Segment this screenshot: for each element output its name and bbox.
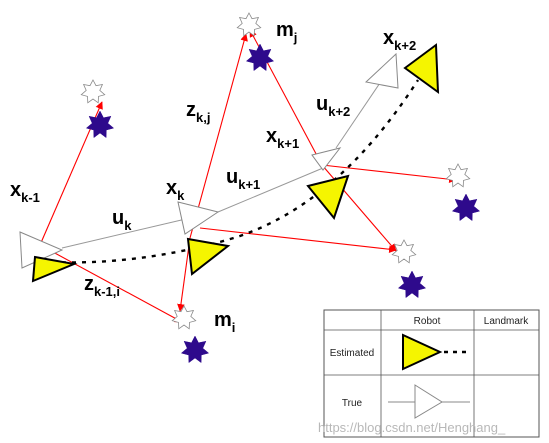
control-line-ukp1 [217,167,324,213]
estimated-poses [31,43,440,283]
observation-xkp1-to-star-d [321,164,457,184]
true-pose-kp2 [364,52,399,89]
true-pose-k [177,201,220,235]
estimated-landmark-c [397,270,427,299]
true-poses [19,52,399,269]
true-landmark-c [391,239,417,264]
observation-xk-to-mj [189,33,248,239]
estimated-landmark-a [85,110,115,139]
true-pose-kp1 [311,147,342,171]
label-z-kj: zk,j [186,99,210,125]
label-m-j: mj [276,19,297,45]
legend-estimated-robot-icon [402,333,443,371]
estimated-landmark-d [451,193,481,222]
label-m-i: mi [214,309,235,335]
estimated-trajectory [51,79,420,264]
estimated-pose-kp1 [306,174,350,221]
label-x-km1: xk-1 [10,179,40,205]
landmarks [80,12,523,411]
legend-row-estimated: Estimated [330,348,374,359]
label-x-kp2: xk+2 [383,27,416,53]
label-u-kp1: uk+1 [226,166,260,192]
label-u-kp2: uk+2 [316,93,350,119]
legend-row-true: True [342,398,363,409]
control-line-uk [61,217,191,249]
legend-border [323,309,540,438]
label-z-km1i: zk-1,i [84,273,120,299]
watermark: https://blog.csdn.net/Henghang_ [318,420,506,435]
legend-header-robot: Robot [414,316,441,327]
true-landmark-mj [236,12,262,37]
label-x-kp1: xk+1 [266,125,299,151]
labels: xk-1 xk xk+1 xk+2 uk uk+1 uk+2 zk-1,i zk… [10,19,416,335]
estimated-pose-k [186,237,231,276]
observation-xkm1-to-mi [39,244,183,323]
true-landmark-d [445,163,471,188]
control-lines [61,73,387,249]
true-landmark-a [80,79,106,104]
legend-header-landmark: Landmark [484,316,529,327]
estimated-landmark-mi [180,335,210,364]
true-landmark-mi [171,305,197,330]
label-x-k: xk [166,177,185,203]
estimated-pose-km1 [31,255,78,283]
legend: Robot Landmark Estimated True [323,309,540,438]
control-line-ukp2 [335,73,387,149]
label-u-k: uk [112,207,132,233]
observation-xk-to-star-c [199,227,397,254]
estimated-pose-kp2 [403,43,440,95]
estimated-landmark-mj [245,43,275,72]
